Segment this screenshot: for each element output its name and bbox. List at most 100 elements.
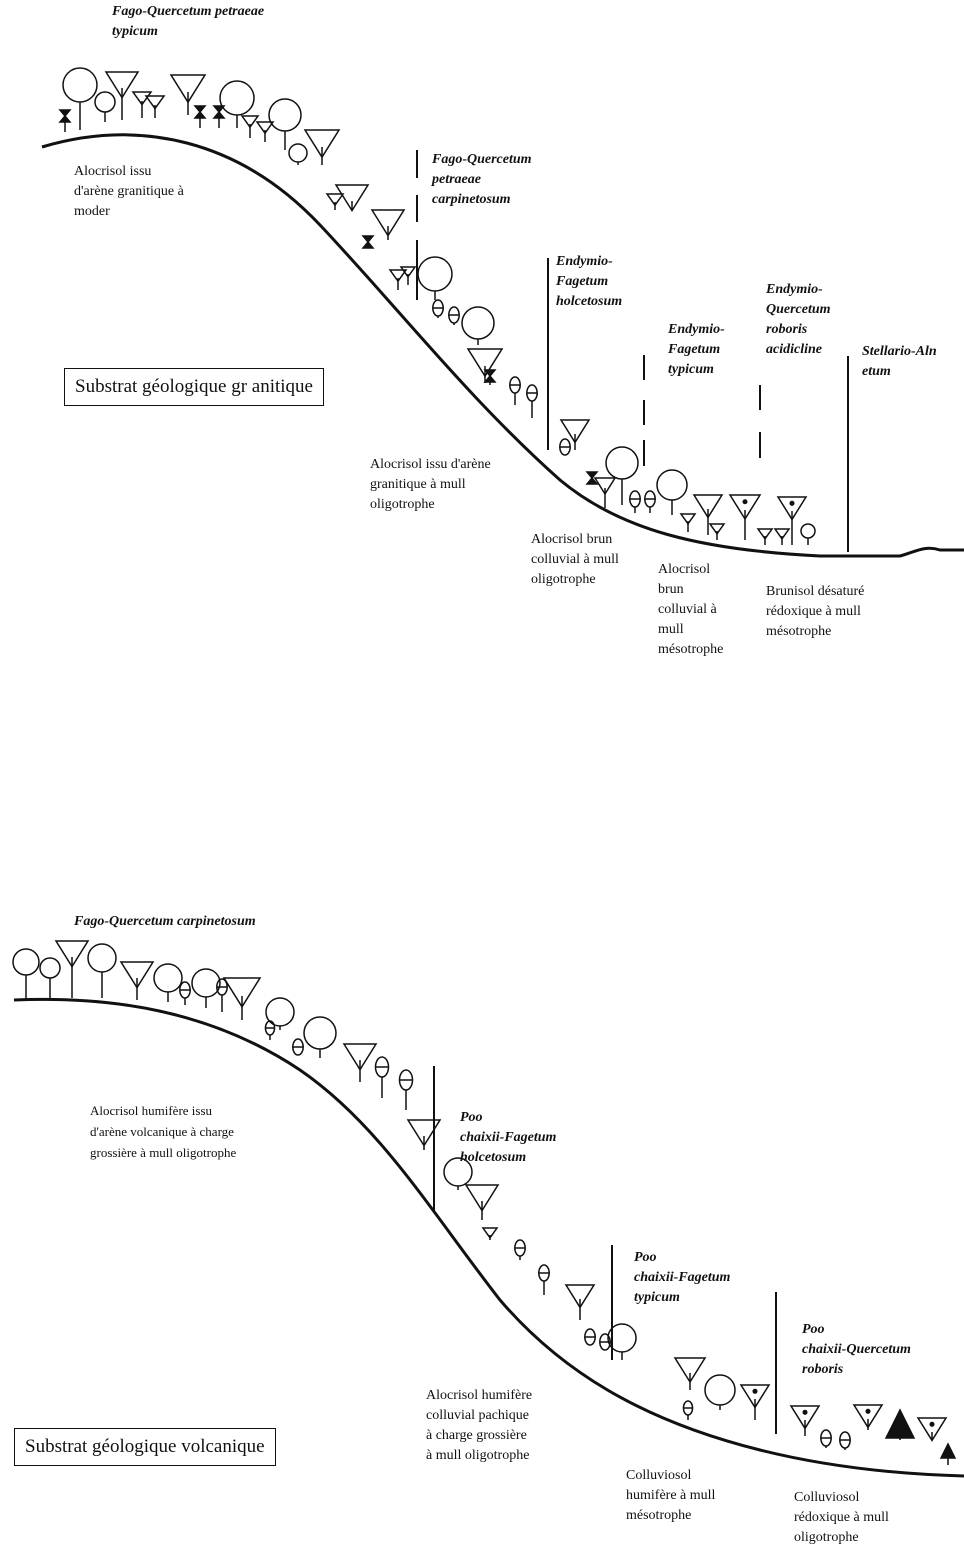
hornbeam-symbol xyxy=(432,299,444,318)
hornbeam-symbol xyxy=(682,1400,694,1420)
small-symbol xyxy=(388,269,408,290)
top-soil-3: Alocrisol brun colluvial à mull oligotro… xyxy=(531,532,619,587)
beech-symbol xyxy=(605,446,639,505)
beech-symbol xyxy=(656,469,688,515)
oak-symbol xyxy=(54,940,90,998)
oak-symbol xyxy=(464,1184,500,1220)
hornbeam-symbol xyxy=(820,1429,832,1448)
hourglass-symbol xyxy=(585,471,599,485)
bottom-association-3: Poo chaixii-Fagetum typicum xyxy=(634,1250,731,1305)
oak-symbol xyxy=(169,74,207,115)
hornbeam-symbol xyxy=(839,1431,851,1450)
top-association-2: Fago-Quercetum petraeae carpinetosum xyxy=(432,152,532,207)
hourglass-symbol xyxy=(483,369,497,385)
beech-symbol xyxy=(191,968,221,1008)
oak-dot-symbol xyxy=(728,494,762,540)
beech-symbol xyxy=(704,1374,736,1410)
hornbeam-symbol xyxy=(514,1239,526,1260)
hornbeam-symbol xyxy=(216,978,228,1012)
oak-symbol xyxy=(104,71,140,120)
small-symbol xyxy=(481,1227,499,1240)
bottom-association-2: Poo chaixii-Fagetum holcetosum xyxy=(460,1110,557,1165)
beech-symbol xyxy=(268,98,302,150)
bottom-soil-2: Alocrisol humifère colluvial pachique à … xyxy=(426,1388,533,1463)
beech-symbol xyxy=(87,943,117,998)
small-symbol xyxy=(240,115,260,138)
top-ground-line xyxy=(41,133,964,558)
beech-symbol xyxy=(417,256,453,300)
bottom-association-4: Poo chaixii-Quercetum roboris xyxy=(802,1322,911,1377)
hornbeam-symbol xyxy=(584,1328,596,1346)
hourglass-symbol xyxy=(58,109,72,132)
oak-symbol xyxy=(564,1284,596,1320)
hornbeam-symbol xyxy=(644,490,656,513)
hornbeam-symbol xyxy=(292,1038,304,1056)
top-soil-5: Brunisol désaturé rédoxique à mull mésot… xyxy=(766,584,865,639)
hornbeam-symbol xyxy=(398,1069,414,1110)
oak-dot-symbol xyxy=(776,496,808,545)
beech-symbol xyxy=(800,523,816,545)
top-substrate-box: Substrat géologique gr anitique xyxy=(64,368,324,406)
beech-symbol xyxy=(443,1157,473,1190)
hornbeam-symbol xyxy=(559,438,571,456)
oak-symbol xyxy=(222,977,262,1020)
small-symbol xyxy=(131,91,153,118)
top-association-5: Endymio- Quercetum roboris acidicline xyxy=(766,282,831,357)
top-association-6: Stellario-Aln etum xyxy=(862,344,937,379)
hornbeam-symbol xyxy=(374,1056,390,1098)
small-symbol xyxy=(399,266,417,285)
top-association-1: Fago-Quercetum petraeae typicum xyxy=(112,4,265,39)
hornbeam-symbol xyxy=(538,1264,550,1295)
oak-symbol xyxy=(466,348,504,383)
hornbeam-symbol xyxy=(629,490,641,513)
hourglass-symbol xyxy=(193,105,207,128)
small-symbol xyxy=(773,528,791,545)
hornbeam-symbol xyxy=(509,376,521,405)
beech-symbol xyxy=(607,1323,637,1360)
oak-dot-symbol xyxy=(916,1417,948,1442)
oak-symbol xyxy=(303,129,341,165)
oak-symbol xyxy=(673,1357,707,1390)
hornbeam-symbol xyxy=(526,384,538,418)
oak-symbol xyxy=(370,209,406,240)
beech-symbol xyxy=(39,957,61,998)
bottom-soil-3: Colluviosol humifère à mull mésotrophe xyxy=(626,1468,716,1523)
small-symbol xyxy=(325,193,345,210)
hourglass-symbol xyxy=(212,105,226,128)
bottom-association-1: Fago-Quercetum carpinetosum xyxy=(74,914,256,929)
small-symbol xyxy=(708,523,726,540)
hornbeam-symbol xyxy=(264,1020,276,1040)
hornbeam-symbol xyxy=(179,981,191,1005)
beech-symbol xyxy=(461,306,495,345)
bottom-soil-4: Colluviosol rédoxique à mull oligotrophe xyxy=(794,1490,889,1545)
conifer-symbol xyxy=(939,1442,957,1465)
oak-symbol xyxy=(559,419,591,450)
beech-symbol xyxy=(265,997,295,1030)
oak-symbol xyxy=(406,1119,442,1150)
top-soil-2: Alocrisol issu d'arène granitique à mull… xyxy=(370,457,491,512)
oak-symbol xyxy=(342,1043,378,1082)
small-symbol xyxy=(144,95,166,118)
conifer-symbol xyxy=(884,1408,916,1440)
bottom-vegetation-symbols xyxy=(12,940,957,1465)
oak-symbol xyxy=(593,477,617,508)
oak-dot-symbol xyxy=(789,1405,821,1436)
top-vegetation-symbols xyxy=(58,67,816,545)
oak-dot-symbol xyxy=(739,1384,771,1420)
beech-symbol xyxy=(288,143,308,165)
beech-symbol xyxy=(303,1016,337,1058)
oak-symbol xyxy=(692,494,724,535)
small-symbol xyxy=(679,513,697,532)
top-association-3: Endymio- Fagetum holcetosum xyxy=(556,254,623,309)
oak-symbol xyxy=(334,184,370,213)
beech-symbol xyxy=(219,80,255,128)
oak-dot-symbol xyxy=(852,1404,884,1430)
beech-symbol xyxy=(12,948,40,1000)
hourglass-symbol xyxy=(361,235,375,249)
small-symbol xyxy=(756,528,774,545)
top-soil-4: Alocrisol brun colluvial à mull mésotrop… xyxy=(658,562,724,657)
oak-symbol xyxy=(119,961,155,1000)
bottom-substrate-box: Substrat géologique volcanique xyxy=(14,1428,276,1466)
bottom-soil-1: Alocrisol humifère issu d'arène volcaniq… xyxy=(90,1103,237,1160)
